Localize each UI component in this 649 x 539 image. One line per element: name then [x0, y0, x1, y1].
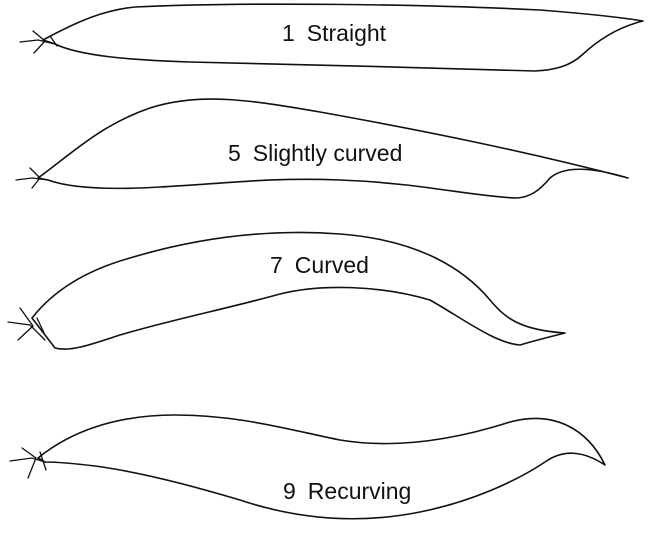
- calyx-icon: [9, 447, 47, 479]
- slightly-curved-pod-icon: [37, 98, 629, 199]
- calyx-icon: [7, 307, 46, 341]
- calyx-icon: [15, 167, 49, 189]
- recurving-pod-icon: [37, 414, 606, 520]
- curved-pod-icon: [31, 231, 566, 350]
- calyx-icon: [19, 30, 58, 54]
- straight-pod-icon: [42, 3, 644, 72]
